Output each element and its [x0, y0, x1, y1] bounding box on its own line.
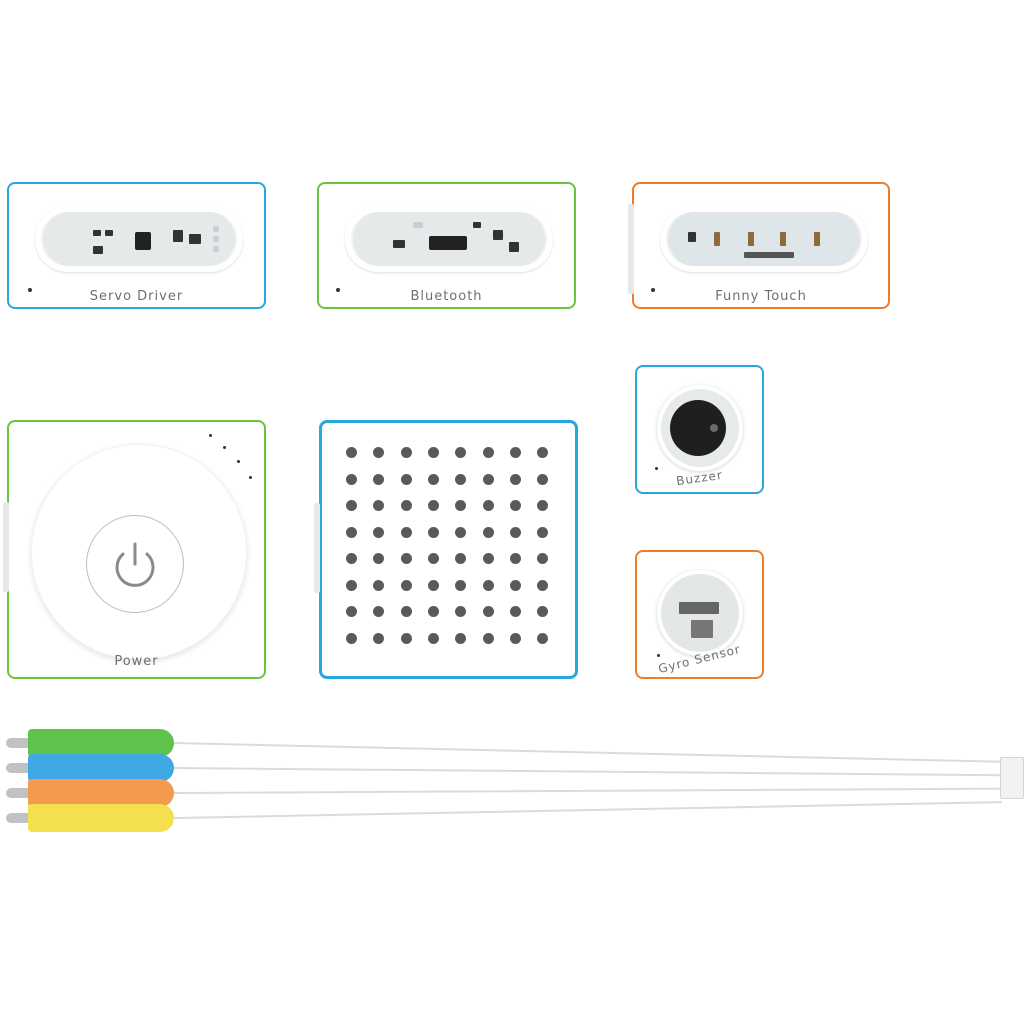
cable-connector [1000, 757, 1024, 799]
led-dot [373, 447, 385, 458]
led-dot [373, 579, 385, 591]
led-dot [509, 553, 521, 564]
servo-driver-label: Servo Driver [89, 289, 184, 304]
buzzer-disc [670, 400, 726, 456]
led-dot [455, 553, 467, 564]
led-dot [373, 500, 385, 511]
power-label: Power [114, 654, 159, 669]
led-dot [346, 632, 357, 644]
led-grid [346, 447, 552, 653]
led-dot [427, 447, 439, 458]
bluetooth-board [345, 206, 553, 272]
led-dot [427, 473, 439, 485]
led-dot [537, 632, 549, 644]
funny-touch-label: Funny Touch [715, 289, 807, 304]
led-dot [427, 553, 439, 564]
led-dot [537, 579, 549, 591]
power-icon [115, 542, 155, 587]
led-dot [373, 526, 385, 538]
led-dot [537, 500, 549, 511]
led-dot [400, 606, 412, 617]
servo-driver-module[interactable]: Servo Driver [7, 182, 266, 309]
led-dot [509, 606, 521, 617]
led-dot [346, 553, 357, 564]
led-dot [482, 632, 494, 644]
bluetooth-module[interactable]: Bluetooth [317, 182, 576, 309]
led-dot [400, 579, 412, 591]
led-dot [427, 526, 439, 538]
led-dot [400, 526, 412, 538]
led-dot [400, 632, 412, 644]
led-dot [427, 579, 439, 591]
led-dot [373, 553, 385, 564]
led-dot [400, 553, 412, 564]
led-dot [455, 606, 467, 617]
led-dot [455, 632, 467, 644]
led-dot [455, 579, 467, 591]
led-dot [537, 606, 549, 617]
led-dot [509, 447, 521, 458]
led-dot [509, 473, 521, 485]
led-dot [482, 473, 494, 485]
led-matrix-module[interactable] [314, 420, 578, 679]
led-dot [482, 606, 494, 617]
led-dot [537, 526, 549, 538]
led-dot [373, 606, 385, 617]
led-dot [455, 473, 467, 485]
led-dot [509, 632, 521, 644]
led-dot [346, 526, 357, 538]
led-dot [427, 606, 439, 617]
led-dot [455, 526, 467, 538]
green-clip[interactable] [28, 729, 174, 757]
led-dot [509, 526, 521, 538]
gyro-sensor-board [661, 574, 739, 652]
led-dot [373, 632, 385, 644]
led-dot [346, 447, 357, 458]
led-dot [509, 500, 521, 511]
led-dot [346, 500, 357, 511]
led-dot [427, 500, 439, 511]
orange-clip[interactable] [28, 779, 174, 807]
buzzer-module[interactable]: Buzzer [635, 365, 764, 494]
bluetooth-label: Bluetooth [410, 289, 483, 304]
led-dot [373, 473, 385, 485]
funny-touch-module[interactable]: Funny Touch [628, 182, 890, 309]
power-module[interactable]: Power [3, 420, 266, 679]
led-dot [482, 526, 494, 538]
led-dot [482, 553, 494, 564]
led-dot [400, 500, 412, 511]
funny-touch-board [660, 206, 868, 272]
led-dot [400, 447, 412, 458]
ic-chip [135, 232, 151, 250]
led-dot [400, 473, 412, 485]
blue-clip[interactable] [28, 754, 174, 782]
led-dot [455, 500, 467, 511]
ic-chip [429, 236, 467, 250]
led-dot [346, 473, 357, 485]
led-dot [346, 606, 357, 617]
power-button[interactable] [86, 515, 184, 613]
alligator-clip-cable[interactable] [0, 715, 1024, 835]
led-dot [537, 447, 549, 458]
servo-driver-board [35, 206, 243, 272]
led-dot [537, 473, 549, 485]
led-dot [482, 447, 494, 458]
gyro-sensor-module[interactable]: Gyro Sensor [635, 550, 764, 679]
led-dot [346, 579, 357, 591]
led-dot [455, 447, 467, 458]
led-dot [482, 579, 494, 591]
led-dot [482, 500, 494, 511]
led-dot [509, 579, 521, 591]
led-dot [537, 553, 549, 564]
yellow-clip[interactable] [28, 804, 174, 832]
led-dot [427, 632, 439, 644]
